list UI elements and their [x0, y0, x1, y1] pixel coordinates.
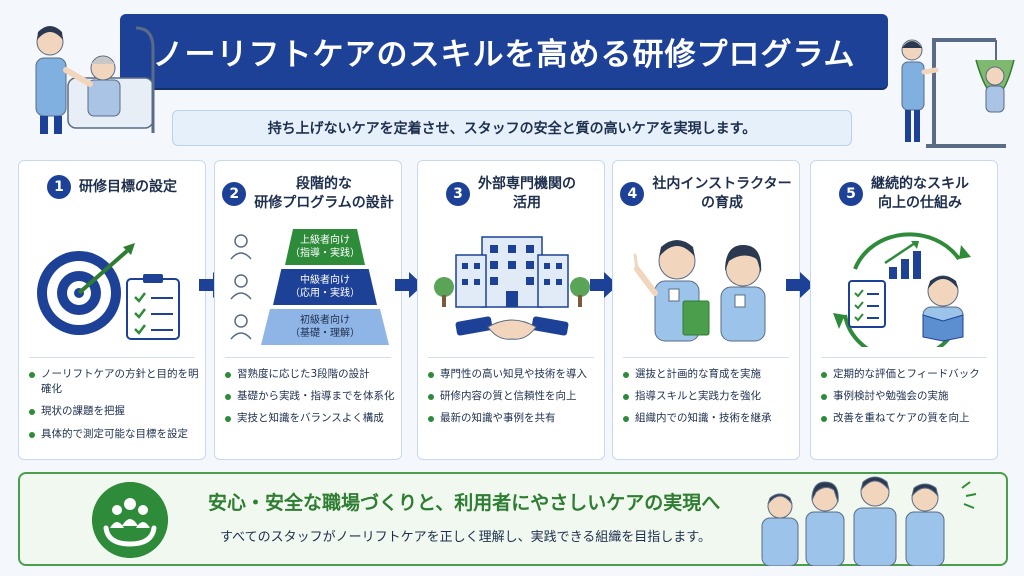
bullet-item: ノーリフトケアの方針と目的を明確化: [29, 367, 199, 397]
step-card-4: 4 社内インストラクター の育成 選抜と計画的な育成を実施 指導スキルと実践力を…: [612, 160, 800, 460]
divider: [428, 357, 594, 358]
step-number-badge: 4: [620, 181, 645, 206]
step-bullet-list: 習熟度に応じた3段階の設計 基礎から実践・指導までを体系化 実技と知識をバランス…: [225, 367, 395, 434]
subtitle-text: 持ち上げないケアを定着させ、スタッフの安全と質の高いケアを実現します。: [267, 121, 757, 137]
tier-detail: （指導・実践）: [290, 248, 360, 259]
tier-name: 上級者向け: [300, 235, 350, 246]
step-header: 2 段階的な 研修プログラムの設計: [215, 175, 401, 213]
step-header: 5 継続的なスキル 向上の仕組み: [811, 175, 997, 213]
step-header: 1 研修目標の設定: [19, 175, 205, 199]
pyramid-tier-intermediate: 中級者向け （応用・実践）: [273, 269, 377, 305]
title-banner: ノーリフトケアのスキルを高める研修プログラム: [120, 14, 888, 88]
target-icon: [37, 243, 180, 340]
step-number-badge: 5: [839, 181, 863, 206]
step-card-2: 2 段階的な 研修プログラムの設計 上級者向け （指導・実践） 中級者向け （応…: [214, 160, 402, 460]
page-title: ノーリフトケアのスキルを高める研修プログラム: [152, 36, 856, 73]
step-bullet-list: 定期的な評価とフィードバック 事例検討や勉強会の実施 改善を重ねてケアの質を向上: [821, 367, 991, 434]
goal-banner: 安心・安全な職場づくりと、利用者にやさしいケアの実現へ すべてのスタッフがノーリ…: [18, 472, 1008, 566]
bullet-item: 現状の課題を把握: [29, 404, 199, 419]
tier-name: 中級者向け: [300, 275, 350, 286]
continuous-cycle-icon: [833, 232, 971, 347]
bullet-item: 改善を重ねてケアの質を向上: [821, 411, 991, 426]
step-bullet-list: 専門性の高い知見や技術を導入 研修内容の質と信頼性を向上 最新の知識や事例を共有: [428, 367, 598, 434]
person-icons: [230, 234, 252, 340]
building-handshake-icon: [434, 236, 590, 340]
instructors-illustration: [633, 240, 766, 342]
pyramid-diagram: 上級者向け （指導・実践） 中級者向け （応用・実践） 初級者向け （基礎・理解…: [223, 229, 395, 347]
subtitle-box: 持ち上げないケアを定着させ、スタッフの安全と質の高いケアを実現します。: [172, 110, 852, 146]
bullet-item: 習熟度に応じた3段階の設計: [225, 367, 395, 382]
pyramid-tier-advanced: 上級者向け （指導・実践）: [285, 229, 365, 265]
bullet-item: 専門性の高い知見や技術を導入: [428, 367, 598, 382]
step-title: 研修目標の設定: [79, 178, 177, 195]
step-card-5: 5 継続的なスキル 向上の仕組み 定期的な評価とフィードバック 事例検討や勉強会…: [810, 160, 998, 460]
bullet-item: 定期的な評価とフィードバック: [821, 367, 991, 382]
bullet-item: 指導スキルと実践力を強化: [623, 389, 793, 404]
bullet-item: 具体的で測定可能な目標を設定: [29, 427, 199, 442]
team-hands-icon: [92, 482, 168, 558]
step-title: 外部専門機関の 活用: [478, 176, 576, 211]
step-bullet-list: ノーリフトケアの方針と目的を明確化 現状の課題を把握 具体的で測定可能な目標を設…: [29, 367, 199, 449]
goal-text: すべてのスタッフがノーリフトケアを正しく理解し、実践できる組織を目指します。: [220, 530, 712, 545]
tier-detail: （応用・実践）: [290, 288, 360, 299]
divider: [623, 357, 789, 358]
step-title: 社内インストラクター の育成: [652, 176, 792, 211]
bullet-item: 実技と知識をバランスよく構成: [225, 411, 395, 426]
step-title: 継続的なスキル 向上の仕組み: [871, 176, 969, 211]
patient-lift-illustration: [901, 38, 1015, 148]
bullet-item: 研修内容の質と信頼性を向上: [428, 389, 598, 404]
pyramid-tier-beginner: 初級者向け （基礎・理解）: [261, 309, 389, 345]
step-card-1: 1 研修目標の設定 ノーリフトケアの方針と目的を明確化 現状の課題を把握 具体的…: [18, 160, 206, 460]
goal-heading: 安心・安全な職場づくりと、利用者にやさしいケアの実現へ: [208, 492, 721, 514]
bullet-item: 選抜と計画的な育成を実施: [623, 367, 793, 382]
bullet-item: 事例検討や勉強会の実施: [821, 389, 991, 404]
step-title: 段階的な 研修プログラムの設計: [254, 176, 394, 211]
tier-name: 初級者向け: [300, 315, 350, 326]
bullet-item: 組織内での知識・技術を継承: [623, 411, 793, 426]
divider: [29, 357, 195, 358]
divider: [821, 357, 987, 358]
step-bullet-list: 選抜と計画的な育成を実施 指導スキルと実践力を強化 組織内での知識・技術を継承: [623, 367, 793, 434]
bullet-item: 基礎から実践・指導までを体系化: [225, 389, 395, 404]
step-card-3: 3 外部専門機関の 活用 専門性の高い知見や技術を導入 研修内容の質と信頼性を向…: [417, 160, 605, 460]
staff-group-illustration: [761, 476, 977, 566]
step-number-badge: 1: [47, 175, 71, 199]
divider: [225, 357, 391, 358]
bullet-item: 最新の知識や事例を共有: [428, 411, 598, 426]
tier-detail: （基礎・理解）: [290, 328, 360, 339]
caregiver-bed-illustration: [35, 26, 155, 134]
step-header: 3 外部専門機関の 活用: [418, 175, 604, 213]
step-header: 4 社内インストラクター の育成: [613, 175, 799, 213]
step-number-badge: 2: [222, 181, 247, 206]
step-number-badge: 3: [446, 181, 470, 206]
